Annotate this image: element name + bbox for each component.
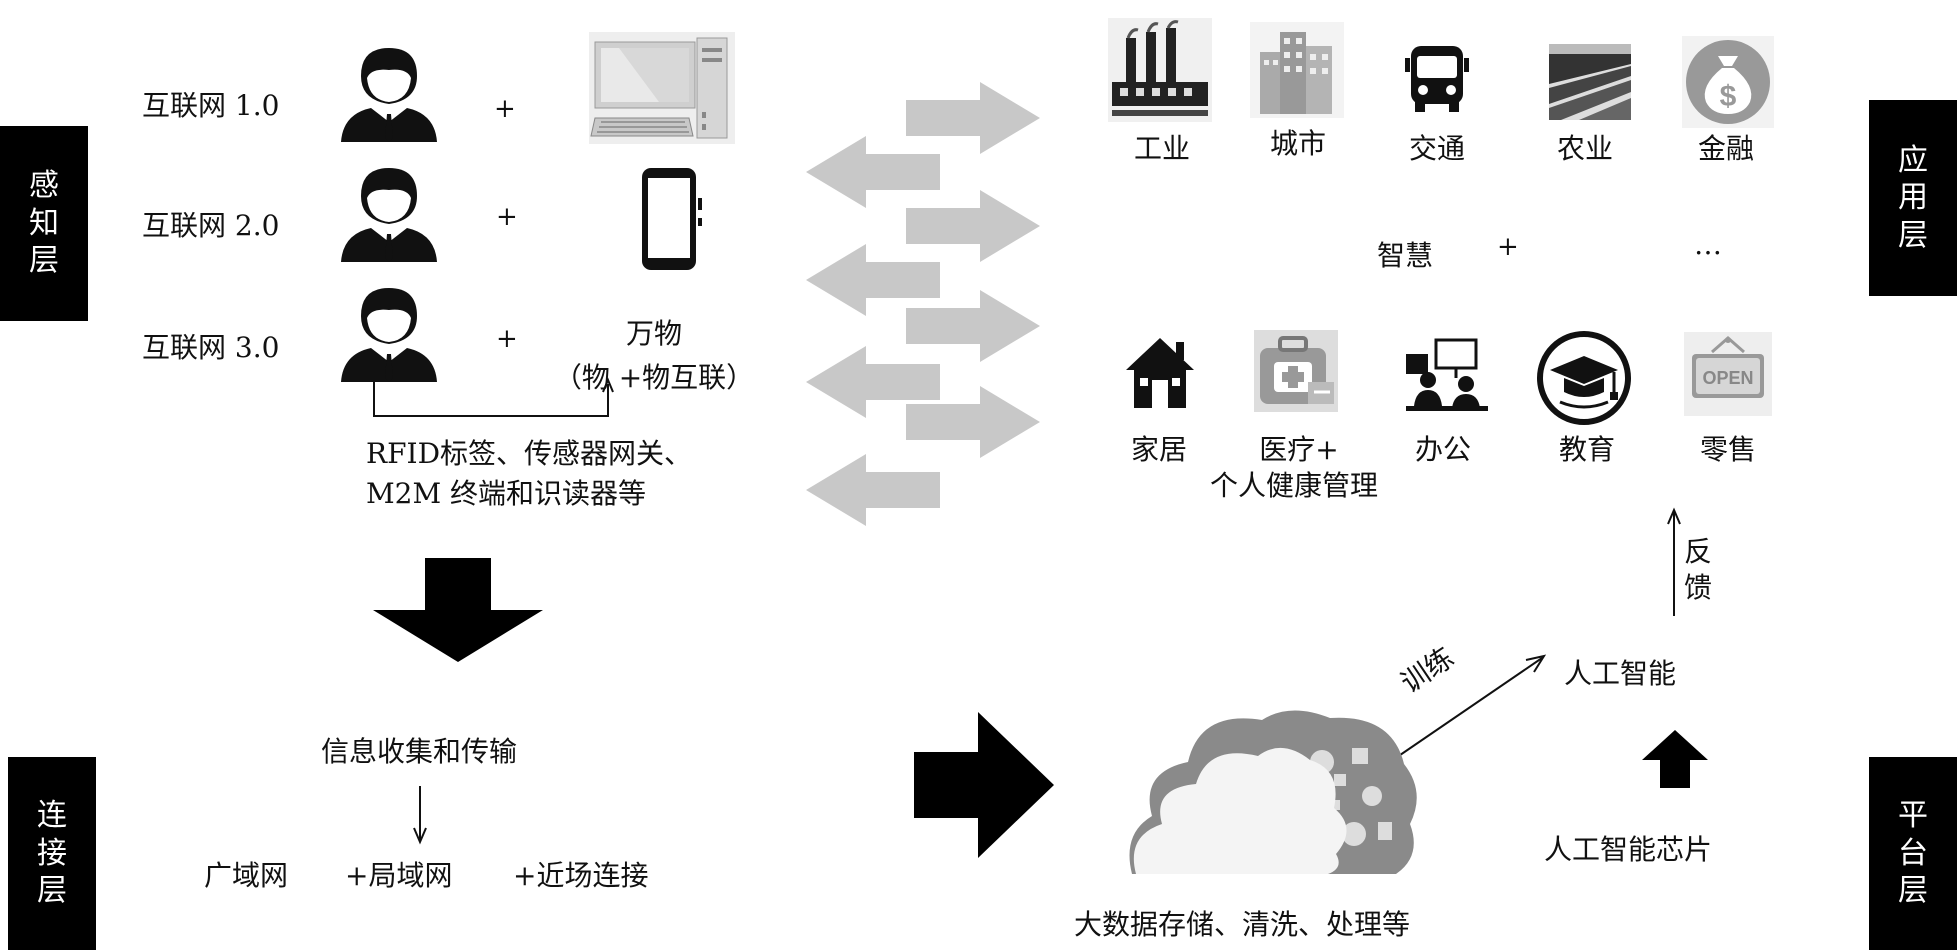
layer-char: 层 [37,873,67,909]
things-label: 万物 [625,317,683,350]
house-icon [1126,338,1194,408]
feedback-char: 反 [1684,535,1713,568]
right-arrow-icon [914,712,1054,858]
plus-sign: + [496,324,518,354]
layer-char: 用 [1898,180,1928,216]
plus-sign: + [494,94,516,124]
right-arrow-icon [906,190,1040,262]
open-sign-text: OPEN [1702,368,1753,388]
person-icon [341,48,437,142]
internet-3-label: 互联网 3.0 [142,331,280,364]
layer-char: 层 [1898,217,1928,253]
wan-label: 广域网 [204,859,289,892]
factory-icon [1108,18,1212,122]
office-label: 办公 [1414,433,1472,466]
connection-layer-tag: 连 接 层 [8,757,96,950]
person-icon [341,288,437,382]
thin-down-arrow-icon [413,786,427,845]
plus-sign: + [1497,232,1519,262]
left-arrow-icon [806,346,940,418]
lan-label: +局域网 [345,859,453,892]
graduation-cap-icon [1537,331,1631,425]
data-flow-arrows [806,82,1040,526]
home-label: 家居 [1130,433,1188,466]
rfid-text-line2: M2M 终端和识读器等 [366,477,647,510]
layer-char: 应 [1898,142,1928,178]
smartphone-icon [642,168,702,270]
connection-title: 信息收集和传输 [320,735,518,768]
feedback-up-arrow-icon [1667,507,1681,616]
city-buildings-icon [1250,22,1344,118]
person-icon [341,168,437,262]
plus-sign: + [496,202,518,232]
farmland-icon [1549,44,1631,120]
agriculture-label: 农业 [1556,132,1614,165]
ellipsis: … [1694,228,1722,261]
left-arrow-icon [806,244,940,316]
ai-label: 人工智能 [1564,657,1677,690]
money-bag-icon: $ [1682,36,1774,128]
layer-char: 层 [1898,873,1928,909]
open-sign-icon: OPEN [1684,332,1772,416]
medical-kit-icon [1254,330,1338,412]
link-line [373,377,614,417]
up-arrow-icon [1642,730,1708,788]
left-arrow-icon [806,136,940,208]
right-arrow-icon [906,290,1040,362]
layer-char: 感 [29,168,59,204]
smart-label: 智慧 [1377,239,1434,272]
layer-char: 平 [1898,798,1928,834]
svg-text:$: $ [1720,80,1737,113]
perception-layer-tag: 感 知 层 [0,126,88,321]
left-arrow-icon [806,454,940,526]
rfid-text-line1: RFID标签、传感器网关、 [366,437,693,470]
right-arrow-icon [906,82,1040,154]
layer-char: 台 [1898,835,1928,871]
feedback-label: 反 馈 [1684,534,1712,607]
desktop-computer-icon [589,32,735,144]
education-label: 教育 [1558,433,1616,466]
transport-label: 交通 [1408,132,1466,165]
layer-char: 接 [37,835,67,871]
application-layer-tag: 应 用 层 [1869,100,1957,296]
layer-char: 知 [29,205,59,241]
retail-label: 零售 [1699,433,1757,466]
down-arrow-icon [373,558,543,662]
finance-label: 金融 [1697,132,1755,165]
layer-char: 层 [29,243,59,279]
things-subtitle: （物 +物互联） [553,361,755,394]
right-arrow-icon [906,386,1040,458]
medical-label: 医疗+ [1259,433,1339,466]
ai-chip-label: 人工智能芯片 [1544,833,1713,866]
internet-1-label: 互联网 1.0 [142,89,280,122]
layer-char: 连 [37,798,67,834]
platform-layer-tag: 平 台 层 [1869,757,1957,950]
office-meeting-icon [1406,338,1488,411]
health-management-label: 个人健康管理 [1209,469,1379,502]
city-label: 城市 [1269,127,1327,160]
internet-2-label: 互联网 2.0 [142,209,280,242]
nfc-label: +近场连接 [513,859,649,892]
cloud-data-icon [1129,710,1417,874]
feedback-char: 馈 [1684,571,1713,605]
bus-icon [1405,46,1469,112]
industry-label: 工业 [1133,132,1191,165]
big-data-label: 大数据存储、清洗、处理等 [1073,908,1411,941]
